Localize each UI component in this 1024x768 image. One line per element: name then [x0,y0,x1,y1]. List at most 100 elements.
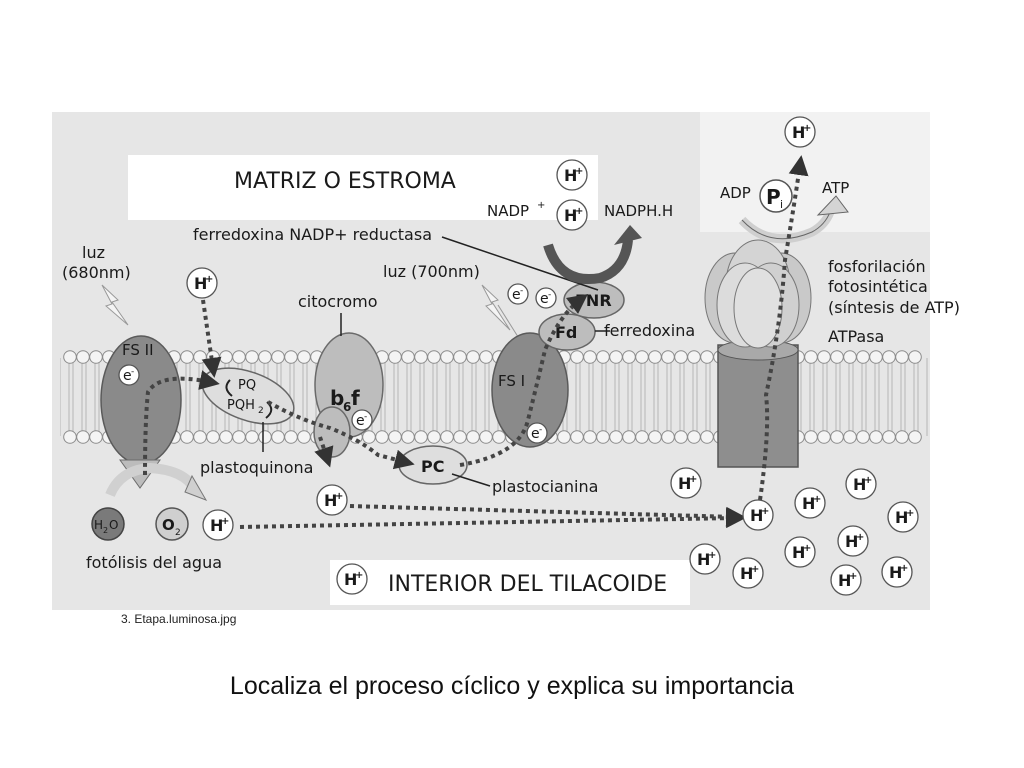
svg-text:H: H [194,274,207,293]
svg-text:+: + [708,550,716,561]
lipid-head [219,430,233,444]
lipid-head [466,350,480,364]
nadph-curved-arrow [543,239,633,284]
proton-marker: H+ [556,199,588,231]
electron-marker: e- [526,422,548,444]
proton-marker: H+ [830,564,862,596]
svg-text:H: H [564,166,577,185]
lipid-head [648,430,662,444]
lipid-head [596,350,610,364]
light-ray-ps1 [497,304,521,341]
lipid-head [661,350,675,364]
lipid-head [271,430,285,444]
svg-text:H: H [94,518,103,532]
lipid-head [570,430,584,444]
svg-text:+: + [761,506,769,517]
proton-marker: H+ [186,267,218,299]
lipid-head [271,350,285,364]
svg-text:e: e [356,413,365,429]
lipid-head [661,430,675,444]
svg-text:H: H [750,506,763,525]
svg-text:+: + [537,200,545,211]
lipid-head [479,430,493,444]
lipid-head [284,430,298,444]
svg-text:b: b [330,386,344,410]
svg-text:O: O [162,516,175,534]
lipid-head [232,350,246,364]
lumen-title-box [330,560,690,605]
lipid-head [63,350,77,364]
svg-text:H: H [792,123,805,142]
svg-text:+: + [900,563,908,574]
svg-text:H: H [792,543,805,562]
lipid-head [76,350,90,364]
svg-text:+: + [803,543,811,554]
svg-text:H: H [324,491,337,510]
adp-label: ADP [720,184,751,202]
proton-marker: H+ [202,509,234,541]
svg-text:H: H [838,571,851,590]
lipid-head [583,430,597,444]
lipid-head [908,430,922,444]
lipid-head [843,350,857,364]
proton-marker: H+ [732,557,764,589]
lipid-head [609,350,623,364]
lipid-head [869,430,883,444]
svg-text:+: + [221,516,229,527]
svg-text:+: + [575,206,583,217]
lipid-head [414,430,428,444]
svg-text:(síntesis de ATP): (síntesis de ATP) [828,298,960,317]
photosystem-1: FS I [491,332,569,448]
svg-text:e: e [123,368,132,384]
atp-label: ATP [822,179,849,197]
lipid-head [388,430,402,444]
lipid-head [245,430,259,444]
proton-marker: H+ [784,116,816,148]
atp-synthase [704,239,812,468]
lipid-head [596,430,610,444]
svg-text:fosforilación: fosforilación [828,257,926,276]
proton-marker: H+ [556,159,588,191]
svg-text:2: 2 [175,528,181,538]
lightning-icon-ps2 [101,284,129,326]
lipid-head [258,350,272,364]
svg-text:+: + [689,474,697,485]
lipid-head [882,350,896,364]
plastocyanin-label: plastocianina [492,477,598,496]
lipid-head [414,350,428,364]
stroma-title-box [128,155,598,220]
cytochrome-label: citocromo [298,292,378,311]
svg-text:H: H [802,494,815,513]
lumen-title: INTERIOR DEL TILACOIDE [388,572,667,597]
lipid-head [453,350,467,364]
lipid-head [76,430,90,444]
lipid-head [856,430,870,444]
svg-text:-: - [364,412,367,422]
lipid-head [297,350,311,364]
svg-text:+: + [205,274,213,285]
svg-text:H: H [895,508,908,527]
lipid-head [895,350,909,364]
ferredoxin: Fd [538,313,596,351]
lipid-head [245,350,259,364]
lipid-head [674,430,688,444]
svg-text:e: e [531,426,540,442]
proton-marker: H+ [837,525,869,557]
svg-text:-: - [131,367,134,377]
lipid-head [557,430,571,444]
lipid-head [427,350,441,364]
fnr-full-label: ferredoxina NADP+ reductasa [193,225,432,244]
svg-text:6: 6 [343,400,351,414]
lipid-head [440,350,454,364]
image-filename: 3. Etapa.luminosa.jpg [121,612,237,626]
svg-text:PQ: PQ [238,378,256,393]
plastoquinone-label: plastoquinona [200,458,313,477]
svg-text:H: H [210,516,223,535]
lipid-head [700,430,714,444]
svg-text:+: + [751,564,759,575]
lipid-head [817,430,831,444]
lipid-head [466,430,480,444]
lipid-head [479,350,493,364]
svg-text:+: + [575,166,583,177]
svg-text:+: + [849,571,857,582]
